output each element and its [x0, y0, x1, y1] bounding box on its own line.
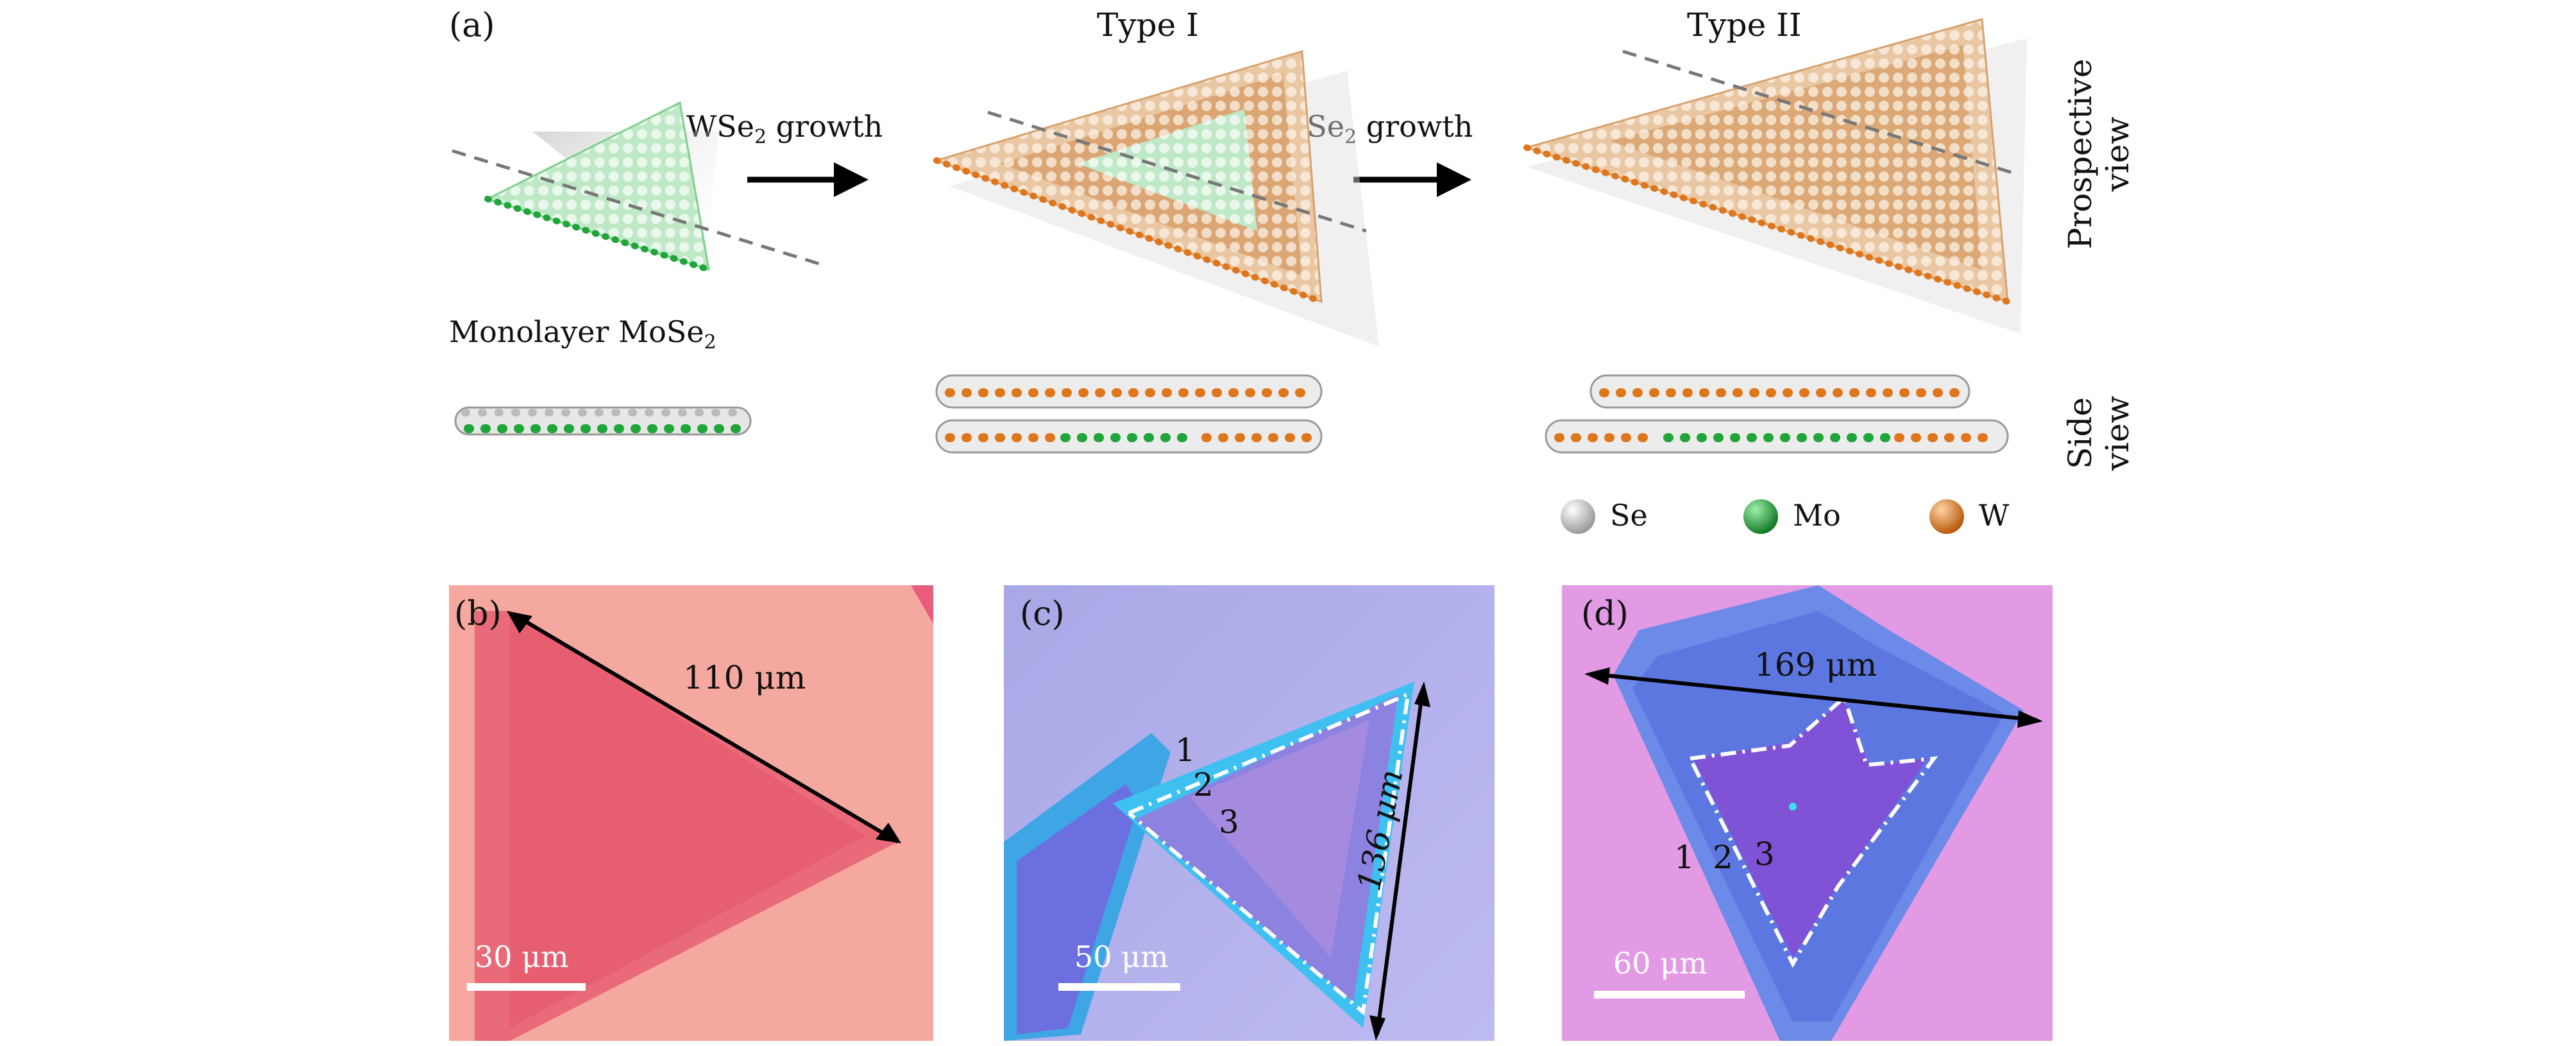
legend-se-ball [1561, 499, 1595, 534]
panel-c-number-3: 3 [1219, 803, 1239, 841]
legend-se-label: Se [1610, 498, 1648, 533]
panel-c-graphics [1004, 682, 1430, 1041]
panel-b-micrograph: (b) 110 μm 30 μm [449, 585, 933, 1041]
panel-c-scale-label: 50 μm [1074, 939, 1169, 974]
monolayer-triangle [452, 101, 828, 273]
type-ii-triangle [1523, 18, 2027, 334]
monolayer-label: Monolayer MoSe2 [449, 314, 716, 354]
type-i-title: Type I [1097, 6, 1199, 44]
panel-d-number-2: 2 [1713, 839, 1733, 876]
panel-d-micrograph: (d) 169 μm 1 2 3 60 μm [1562, 585, 2053, 1041]
panel-c-scale-bar [1058, 983, 1180, 991]
panel-b-scale-bar [467, 983, 586, 991]
monolayer-label-sub: 2 [704, 331, 716, 354]
side-view-monolayer [454, 406, 752, 436]
panel-d-number-3: 3 [1754, 836, 1775, 873]
panel-d-scale-label: 60 μm [1613, 946, 1707, 981]
panel-b-letter: (b) [454, 595, 502, 633]
growth-label-2-sub: 2 [1344, 126, 1357, 149]
type-i-triangle [933, 50, 1379, 347]
panel-d-graphics [1584, 585, 2043, 1041]
side-view-type-ii [1545, 374, 2009, 454]
growth-label-2-post: growth [1357, 109, 1473, 144]
panel-a-illustration [452, 18, 2027, 534]
panel-d-scale-bar [1594, 991, 1745, 999]
panel-c-letter: (c) [1020, 595, 1065, 633]
growth-label-1-post: growth [767, 109, 883, 144]
panel-a-letter: (a) [449, 6, 495, 45]
panel-b-scale-label: 30 μm [475, 939, 569, 974]
monolayer-label-pre: Monolayer MoSe [449, 314, 704, 349]
panel-b-measure: 110 μm [683, 659, 806, 696]
type-ii-title: Type II [1687, 6, 1802, 44]
legend-mo-label: Mo [1793, 498, 1841, 533]
panel-c-number-2: 2 [1193, 766, 1214, 803]
panel-d-measure: 169 μm [1754, 646, 1877, 683]
legend-w-ball [1929, 499, 1964, 534]
panel-d-letter: (d) [1581, 595, 1629, 633]
panel-b-graphics [475, 585, 933, 1041]
panel-c-number-1: 1 [1175, 732, 1196, 769]
legend-mo-ball [1743, 499, 1778, 534]
side-view-type-i [935, 374, 1323, 454]
panel-d-number-1: 1 [1674, 839, 1695, 876]
panel-c-micrograph: (c) 1 2 3 136 μm 50 μm [1004, 585, 1495, 1041]
legend-w-label: W [1979, 498, 2010, 533]
growth-label-1-sub: 2 [754, 126, 767, 149]
